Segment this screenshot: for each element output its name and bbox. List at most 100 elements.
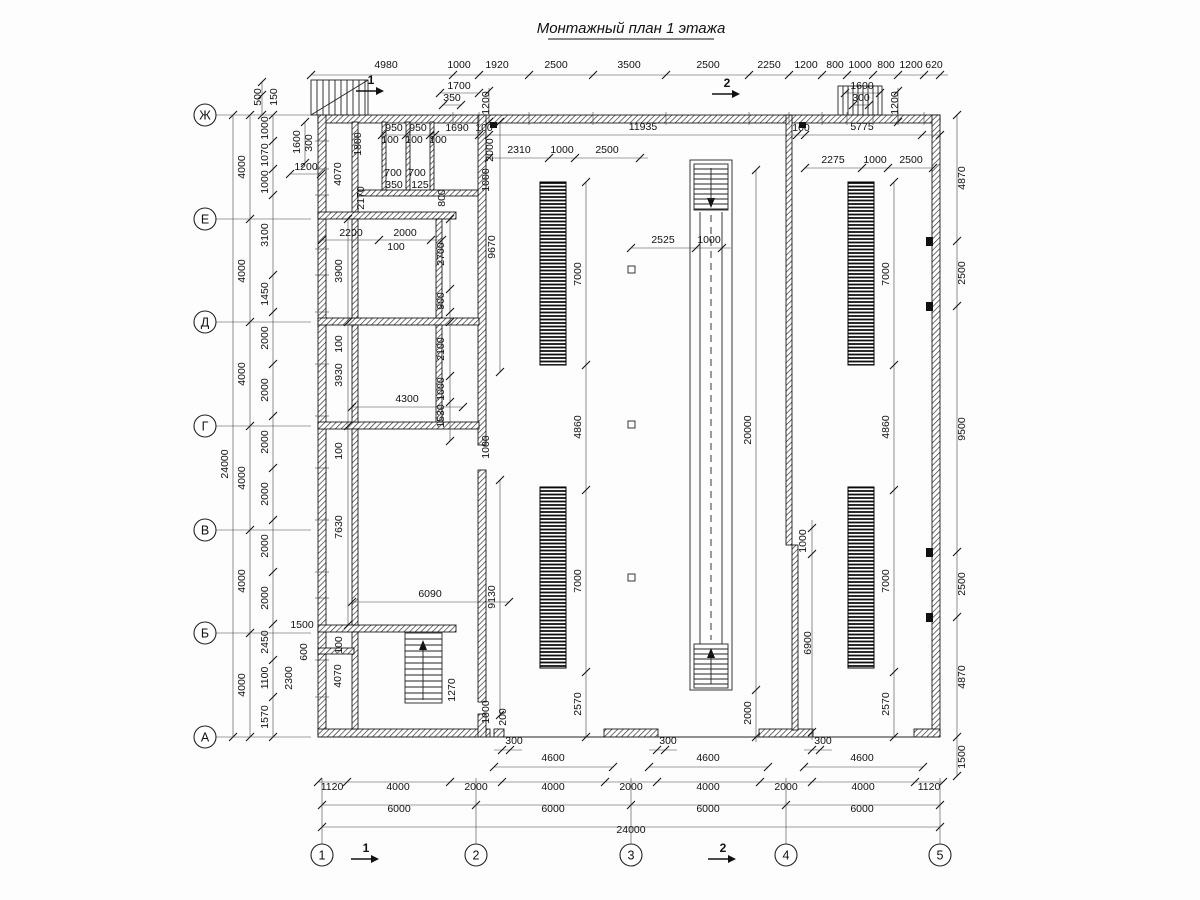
dim-label: 100	[333, 442, 345, 460]
equipment-block	[847, 486, 875, 669]
dim-label: 2000	[259, 430, 271, 454]
dim-label: 2000	[393, 227, 417, 239]
dim-label: 1070	[259, 143, 271, 167]
dim-label: 2000	[742, 701, 754, 725]
axis-row-circle	[193, 725, 217, 749]
dim-label: 300	[852, 92, 870, 104]
dim-label: 100	[381, 134, 399, 146]
dim-label: 1000	[480, 168, 492, 192]
dim-label: 700	[384, 167, 402, 179]
dim-label: 1450	[259, 282, 271, 306]
dim-label: 700	[408, 167, 426, 179]
dim-label: 350	[385, 179, 403, 191]
dim-label: 1000	[697, 234, 721, 246]
dim-label: 3930	[333, 363, 345, 387]
dim-label: 950	[409, 122, 427, 134]
dim-label: 2570	[880, 692, 892, 716]
dim-label: 100	[405, 134, 423, 146]
dim-label: 1570	[259, 705, 271, 729]
dim-label: 620	[925, 59, 943, 71]
dim-label: 6000	[696, 803, 720, 815]
conveyor-ladder-bottom	[693, 643, 729, 689]
axis-col-circle	[464, 843, 488, 867]
dim-label: 2310	[507, 144, 531, 156]
dim-label: 4870	[956, 166, 968, 190]
dim-label: 1000	[435, 377, 447, 401]
axis-col-circle	[619, 843, 643, 867]
column-marker	[627, 573, 636, 582]
dim-label: 1000	[797, 529, 809, 553]
dim-label: 2000	[259, 326, 271, 350]
dim-label: 6900	[802, 631, 814, 655]
dim-label: 900	[435, 292, 447, 310]
dim-label: 950	[385, 122, 403, 134]
column-marker	[627, 420, 636, 429]
dim-label: 4000	[851, 781, 875, 793]
dim-label: 2000	[259, 378, 271, 402]
axis-row-label: Г	[202, 420, 209, 434]
dim-label: 3100	[259, 223, 271, 247]
dim-label: 2275	[821, 154, 845, 166]
dim-label: 7000	[880, 262, 892, 286]
axis-col-circle	[310, 843, 334, 867]
dim-label: 4870	[956, 665, 968, 689]
dim-label: 24000	[219, 449, 231, 478]
dim-label: 3900	[333, 259, 345, 283]
axis-col-circle	[774, 843, 798, 867]
stair-top-left	[310, 79, 369, 116]
dim-label: 2570	[572, 692, 584, 716]
axis-row-label: Д	[201, 316, 210, 330]
dim-label: 1200	[899, 59, 923, 71]
stair-treads-layer	[316, 80, 879, 700]
conveyor-ladder-top	[693, 163, 729, 211]
dim-label: 2000	[259, 534, 271, 558]
dim-label: 4000	[236, 155, 248, 179]
dim-label: 1000	[848, 59, 872, 71]
dim-label: 1000	[863, 154, 887, 166]
dim-label: 2100	[435, 337, 447, 361]
section-mark-label: 1	[368, 73, 375, 87]
axis-row-circle	[193, 207, 217, 231]
dim-label: 2500	[544, 59, 568, 71]
dim-label: 300	[659, 735, 677, 747]
equipment-block	[847, 181, 875, 366]
dim-label: 1200	[294, 161, 318, 173]
section-arrow-icon	[732, 90, 740, 98]
section-arrow-icon	[728, 855, 736, 863]
dim-label: 4860	[880, 415, 892, 439]
dim-label: 6000	[850, 803, 874, 815]
dim-label: 2300	[283, 666, 295, 690]
dim-label: 9130	[486, 585, 498, 609]
dim-label: 4000	[236, 259, 248, 283]
dim-label: 1500	[290, 619, 314, 631]
dim-label: 4000	[236, 466, 248, 490]
dim-label: 600	[298, 643, 310, 661]
dim-label: 300	[505, 735, 523, 747]
dim-label: 1500	[956, 745, 968, 769]
dim-label: 100	[333, 335, 345, 353]
dim-label: 9500	[956, 417, 968, 441]
axis-col-label: 5	[937, 849, 944, 863]
dim-label: 1200	[794, 59, 818, 71]
dim-label: 9670	[486, 235, 498, 259]
dim-label: 1530	[435, 404, 447, 428]
dim-label: 7000	[880, 569, 892, 593]
dim-label: 100	[792, 122, 810, 134]
dim-label: 1000	[480, 700, 492, 724]
axis-row-circle	[193, 518, 217, 542]
dim-label: 2250	[757, 59, 781, 71]
dim-label: 4600	[541, 752, 565, 764]
dim-label: 800	[877, 59, 895, 71]
axis-row-label: Б	[201, 627, 209, 641]
axis-col-label: 1	[319, 849, 326, 863]
dim-label: 4860	[572, 415, 584, 439]
equipment-layer	[539, 181, 875, 669]
conveyor-pit	[689, 159, 733, 691]
dim-label: 500	[252, 88, 264, 106]
dim-label: 1600	[850, 80, 874, 92]
axis-row-label: В	[201, 524, 209, 538]
dim-label: 4600	[696, 752, 720, 764]
